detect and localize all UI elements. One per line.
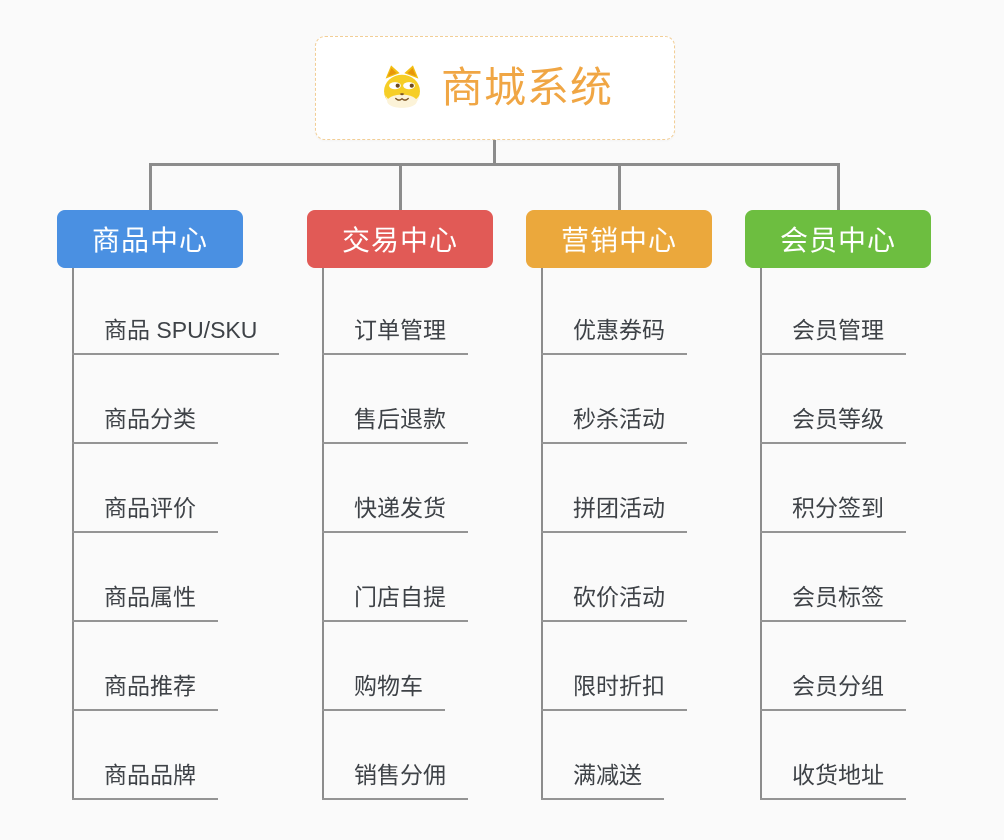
branch-column-products: 商品中心 商品 SPU/SKU 商品分类 商品评价 商品属性 商品推荐 商品品牌 (57, 210, 280, 800)
branch-label: 会员中心 (779, 225, 896, 256)
branch-spine (541, 268, 543, 800)
leaf-node[interactable]: 购物车 (322, 672, 445, 711)
branch-spine (760, 268, 762, 800)
leaf-node[interactable]: 砍价活动 (541, 583, 687, 622)
leaf-node[interactable]: 商品分类 (72, 405, 218, 444)
branch-spine (322, 268, 324, 800)
leaf-node[interactable]: 商品属性 (72, 583, 218, 622)
connector-drop-marketing (618, 163, 621, 210)
connector-drop-members (837, 163, 840, 210)
root-node-mall-system[interactable]: 商城系统 (315, 36, 675, 140)
leaf-node[interactable]: 积分签到 (760, 494, 906, 533)
leaf-node[interactable]: 优惠券码 (541, 316, 687, 355)
leaf-node[interactable]: 会员管理 (760, 316, 906, 355)
branch-column-members: 会员中心 会员管理 会员等级 积分签到 会员标签 会员分组 收货地址 (745, 210, 931, 800)
leaf-node[interactable]: 订单管理 (322, 316, 468, 355)
branch-label: 商品中心 (91, 225, 208, 256)
leaf-node[interactable]: 限时折扣 (541, 672, 687, 711)
leaf-node[interactable]: 销售分佣 (322, 761, 468, 800)
leaf-node[interactable]: 门店自提 (322, 583, 468, 622)
leaf-node[interactable]: 售后退款 (322, 405, 468, 444)
doge-icon (384, 65, 420, 108)
branch-node-trade[interactable]: 交易中心 (307, 210, 493, 268)
connector-drop-trade (399, 163, 402, 210)
leaf-node[interactable]: 拼团活动 (541, 494, 687, 533)
leaf-node[interactable]: 收货地址 (760, 761, 906, 800)
branch-column-marketing: 营销中心 优惠券码 秒杀活动 拼团活动 砍价活动 限时折扣 满减送 (526, 210, 712, 800)
leaf-node[interactable]: 商品品牌 (72, 761, 218, 800)
branch-node-members[interactable]: 会员中心 (745, 210, 931, 268)
leaf-node[interactable]: 会员分组 (760, 672, 906, 711)
branch-node-marketing[interactable]: 营销中心 (526, 210, 712, 268)
branch-node-products[interactable]: 商品中心 (57, 210, 243, 268)
connector-rail (149, 163, 839, 166)
leaf-node[interactable]: 秒杀活动 (541, 405, 687, 444)
branch-label: 交易中心 (341, 225, 458, 256)
branch-column-trade: 交易中心 订单管理 售后退款 快递发货 门店自提 购物车 销售分佣 (307, 210, 493, 800)
connector-drop-products (149, 163, 152, 210)
branch-label: 营销中心 (560, 225, 677, 256)
leaf-node[interactable]: 商品推荐 (72, 672, 218, 711)
leaf-node[interactable]: 快递发货 (322, 494, 468, 533)
leaf-node[interactable]: 满减送 (541, 761, 664, 800)
connector-root-stub (493, 140, 496, 163)
branch-spine (72, 268, 74, 800)
leaf-node[interactable]: 会员标签 (760, 583, 906, 622)
leaf-node[interactable]: 商品评价 (72, 494, 218, 533)
leaf-node[interactable]: 商品 SPU/SKU (72, 316, 280, 355)
root-title: 商城系统 (440, 64, 613, 111)
leaf-node[interactable]: 会员等级 (760, 405, 906, 444)
